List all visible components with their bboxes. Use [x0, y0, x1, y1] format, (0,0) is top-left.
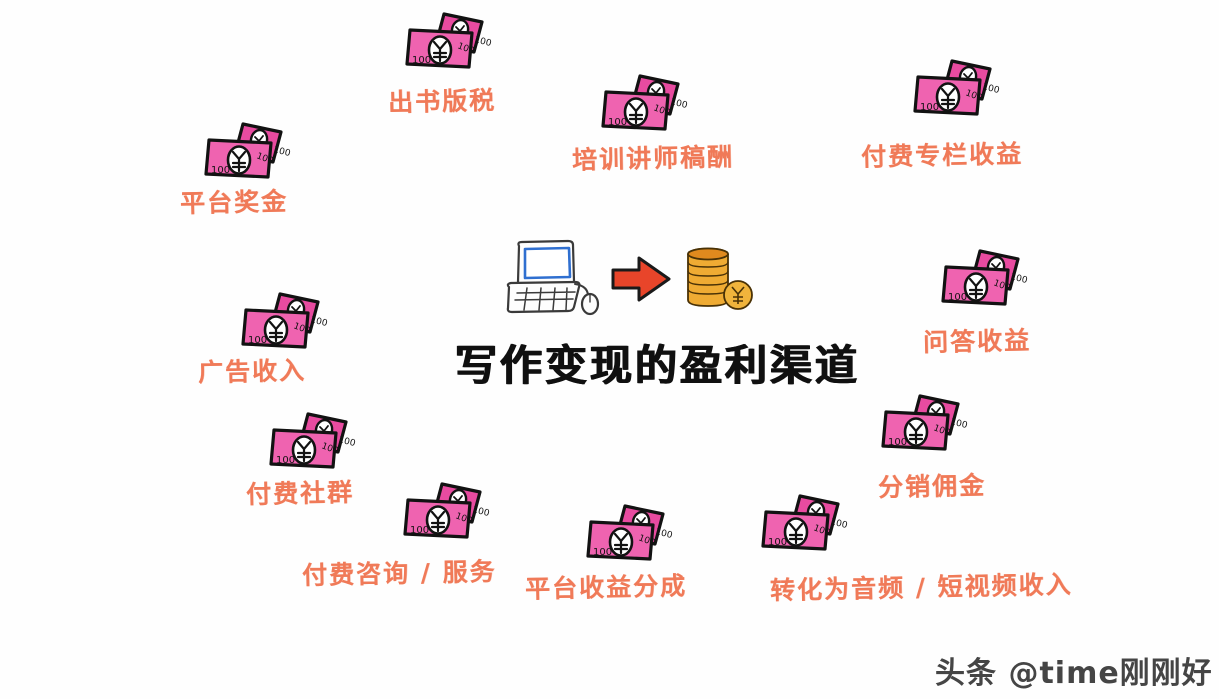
money-icon-training-lecturer-fee: 100 100 100 [600, 70, 692, 144]
money-icon-paid-community: 100 100 100 [268, 408, 360, 482]
svg-text:100: 100 [211, 165, 230, 176]
svg-text:100: 100 [309, 315, 328, 329]
svg-text:100: 100 [768, 537, 787, 548]
center-icons-svg [506, 239, 753, 316]
money-icon-qa-income: 100 100 100 [940, 245, 1032, 319]
money-icon: 100 100 100 [586, 504, 674, 561]
money-icon: 100 100 100 [941, 249, 1029, 306]
money-icon-book-royalties: 100 100 100 [404, 8, 496, 82]
money-icon-platform-revenue-share: 100 100 100 [585, 500, 677, 574]
center-icon-group [495, 238, 765, 325]
svg-text:100: 100 [337, 435, 356, 449]
money-icon: 100 100 100 [405, 12, 493, 69]
money-icon-platform-bonus: 100 100 100 [203, 118, 295, 192]
channel-label-qa-income: 问答收益 [922, 325, 1032, 358]
money-icon-audio-video-income: 100 100 100 [760, 490, 852, 564]
svg-text:100: 100 [608, 117, 627, 128]
svg-text:100: 100 [949, 417, 968, 431]
money-icon: 100 100 100 [601, 74, 689, 131]
svg-text:100: 100 [669, 97, 688, 111]
coin-stack-icon [687, 247, 753, 310]
money-icon: 100 100 100 [761, 494, 849, 551]
channel-label-audio-video-income: 转化为音频 / 短视频收入 [769, 569, 1073, 606]
channel-label-platform-revenue-share: 平台收益分成 [524, 571, 688, 604]
svg-text:100: 100 [593, 547, 612, 558]
svg-text:100: 100 [948, 292, 967, 303]
channel-label-paid-consulting: 付费咨询 / 服务 [301, 556, 497, 591]
svg-text:100: 100 [829, 517, 848, 531]
channel-label-training-lecturer-fee: 培训讲师稿酬 [571, 142, 735, 175]
svg-text:100: 100 [888, 437, 907, 448]
svg-text:100: 100 [473, 35, 492, 49]
money-icon-paid-consulting: 100 100 100 [402, 478, 494, 552]
svg-text:100: 100 [272, 145, 291, 159]
money-icon: 100 100 100 [881, 394, 969, 451]
money-icon: 100 100 100 [241, 292, 329, 349]
svg-text:100: 100 [412, 55, 431, 66]
money-icon-ad-revenue: 100 100 100 [240, 288, 332, 362]
svg-text:100: 100 [981, 82, 1000, 96]
svg-text:100: 100 [920, 102, 939, 113]
svg-text:100: 100 [276, 455, 295, 466]
svg-text:100: 100 [410, 525, 429, 536]
money-icon: 100 100 100 [403, 482, 491, 539]
channel-label-paid-community: 付费社群 [245, 477, 355, 510]
svg-text:100: 100 [654, 527, 673, 541]
watermark: 头条 @time刚刚好 [935, 656, 1213, 691]
money-icon-distribution-commission: 100 100 100 [880, 390, 972, 464]
svg-text:100: 100 [471, 505, 490, 519]
channel-label-ad-revenue: 广告收入 [197, 355, 307, 388]
money-icon-paid-column-income: 100 100 100 [912, 55, 1004, 129]
money-icon: 100 100 100 [269, 412, 357, 469]
channel-label-paid-column-income: 付费专栏收益 [860, 139, 1024, 172]
money-icon: 100 100 100 [204, 122, 292, 179]
channel-label-distribution-commission: 分销佣金 [877, 470, 987, 503]
laptop-icon [506, 239, 600, 316]
channel-label-platform-bonus: 平台奖金 [179, 186, 289, 219]
svg-text:100: 100 [1009, 272, 1028, 286]
money-icon: 100 100 100 [913, 59, 1001, 116]
channel-label-book-royalties: 出书版税 [387, 85, 497, 118]
page-title: 写作变现的盈利渠道 [455, 341, 861, 390]
svg-text:100: 100 [248, 335, 267, 346]
arrow-right-icon [611, 256, 671, 302]
